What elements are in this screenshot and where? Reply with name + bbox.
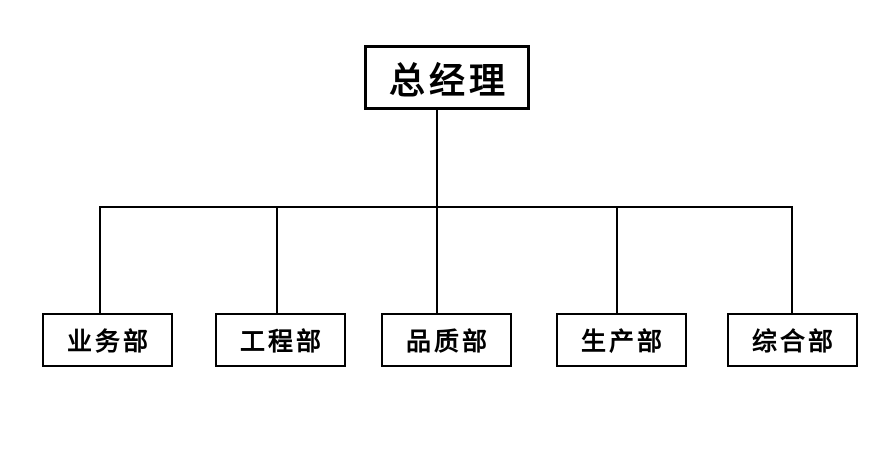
org-node-general-manager-label: 总经理	[388, 59, 509, 101]
connector-drop-general-affairs	[791, 206, 793, 313]
org-node-engineering-dept[interactable]: 工程部	[215, 313, 346, 367]
connector-horizontal-bus	[99, 206, 793, 208]
org-node-production-dept-label: 生产部	[580, 329, 665, 356]
connector-drop-production	[616, 206, 618, 313]
connector-drop-quality	[436, 206, 438, 313]
org-node-business-dept[interactable]: 业务部	[42, 313, 173, 367]
connector-root-stem	[436, 110, 438, 207]
connector-drop-engineering	[276, 206, 278, 313]
org-node-engineering-dept-label: 工程部	[239, 329, 324, 356]
org-node-quality-dept[interactable]: 品质部	[381, 313, 512, 367]
org-node-business-dept-label: 业务部	[66, 329, 151, 356]
org-node-general-affairs-dept-label: 综合部	[751, 329, 836, 356]
org-node-production-dept[interactable]: 生产部	[556, 313, 687, 367]
connector-drop-business	[99, 206, 101, 313]
org-node-general-manager[interactable]: 总经理	[364, 45, 530, 110]
org-node-quality-dept-label: 品质部	[405, 329, 490, 356]
org-node-general-affairs-dept[interactable]: 综合部	[727, 313, 858, 367]
